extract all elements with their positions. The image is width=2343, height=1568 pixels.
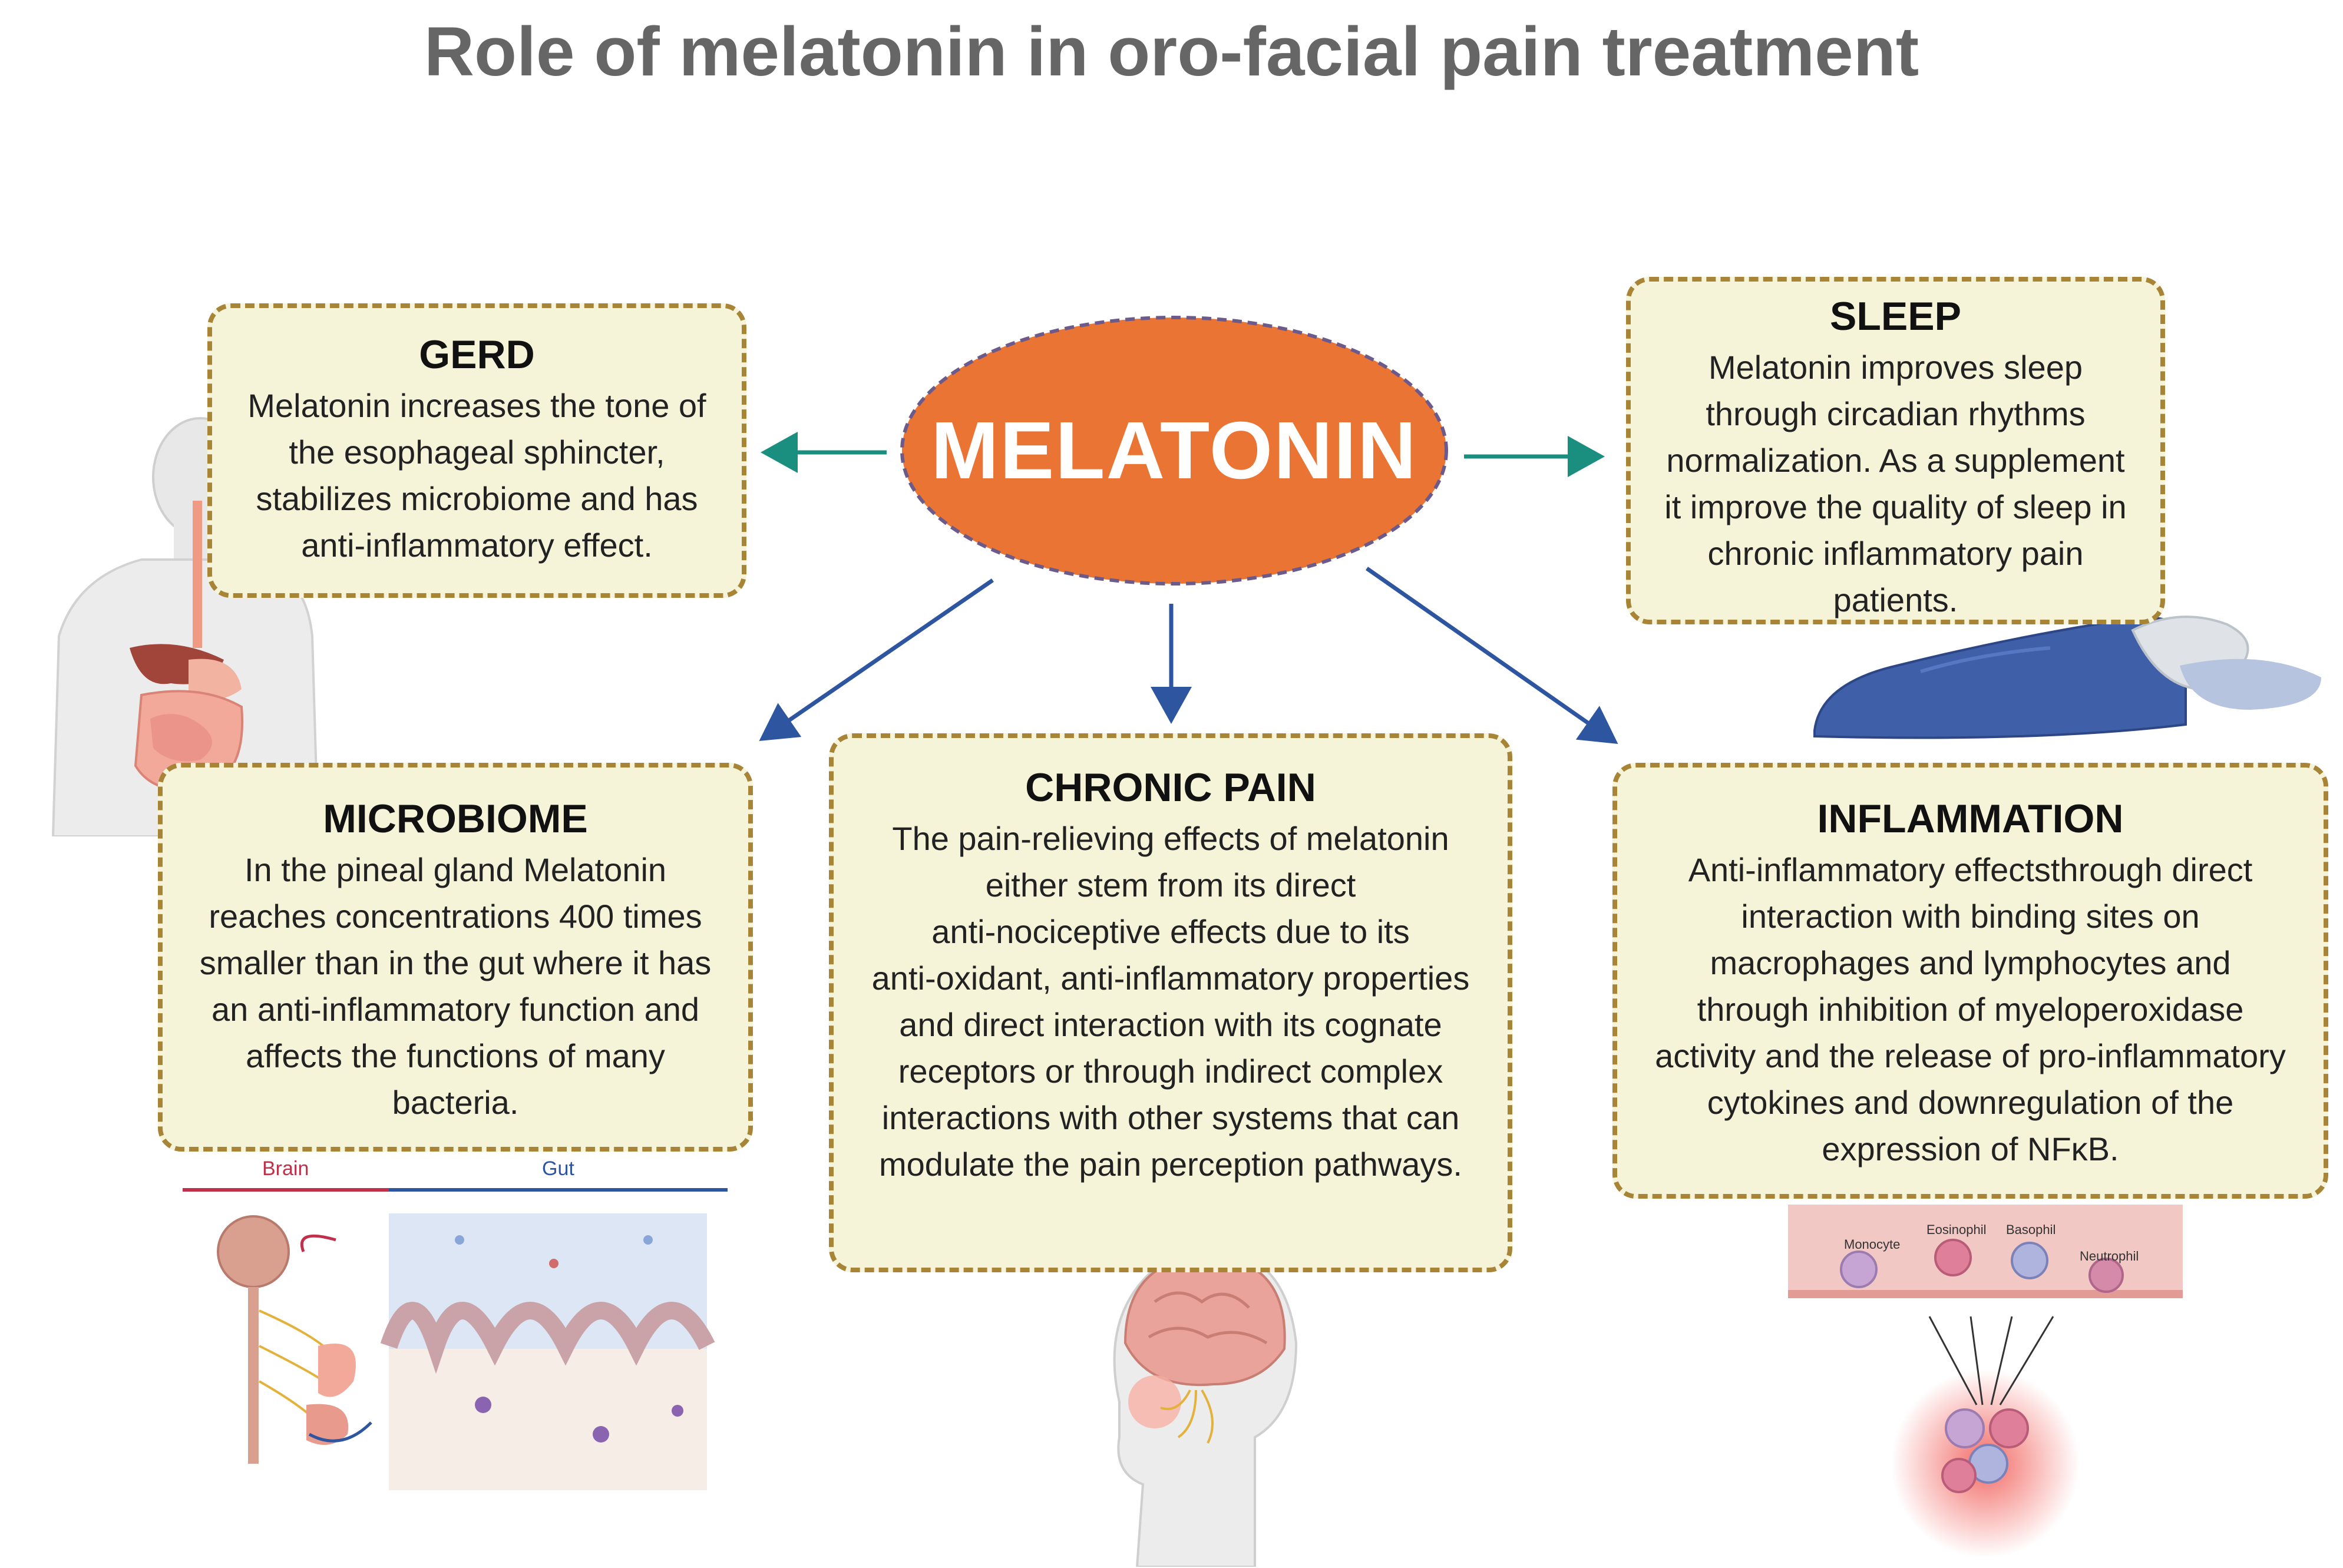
text-line: cytokines and downregulation of the [1707,1084,2234,1122]
text-line: anti-nociceptive effects due to its [931,913,1410,951]
blood-cells-illustration: Monocyte Eosinophil Basophil Neutrophil [1788,1205,2183,1558]
text-line: receptors or through indirect complex [898,1053,1443,1090]
sleep-heading: SLEEP [1830,294,1961,339]
text-line: patients. [1833,581,1958,619]
page-title: Role of melatonin in oro-facial pain tre… [424,13,1919,91]
text-line: normalization. As a supplement [1666,442,2125,479]
brain-label: Brain [262,1157,309,1180]
basophil-label: Basophil [2006,1222,2056,1237]
text-line: interaction with binding sites on [1741,898,2200,935]
text-line: through inhibition of myeloperoxidase [1697,991,2244,1028]
sleeping-person-illustration [1813,616,2321,739]
text-line: chronic inflammatory pain [1707,535,2084,573]
gerd-text: Melatonin increases the tone of the esop… [230,382,724,568]
head-brain-illustration [1113,1246,1298,1567]
inflammation-box: INFLAMMATION Anti-inflammatory effectsth… [1612,763,2328,1199]
inflammation-heading: INFLAMMATION [1817,796,2124,841]
text-line: expression of NFκB. [1822,1130,2119,1168]
gerd-heading: GERD [419,332,535,377]
gerd-box: GERD Melatonin increases the tone of the… [207,303,746,598]
melatonin-node: MELATONIN [897,312,1451,589]
text-line: activity and the release of pro-inflamma… [1655,1037,2286,1075]
text-line: interactions with other systems that can [881,1099,1460,1137]
text-line: anti-oxidant, anti-inflammatory properti… [871,960,1470,997]
arrow-to-inflammation [1365,567,1618,745]
text-line: smaller than in the gut where it has [199,944,712,982]
chronic-pain-text: The pain-relieving effects of melatonin … [851,815,1490,1187]
text-line: and direct interaction with its cognate [899,1006,1442,1044]
monocyte-label: Monocyte [1844,1237,1901,1252]
melatonin-label: MELATONIN [931,405,1417,496]
text-line: reaches concentrations 400 times [209,898,702,935]
text-line: Melatonin increases the tone of [247,387,706,425]
text-line: through circadian rhythms [1706,395,2086,433]
arrow-to-microbiome [759,578,994,741]
text-line: an anti-inflammatory function and [212,991,699,1028]
eosinophil-label: Eosinophil [1926,1222,1987,1237]
inflammation-text: Anti-inflammatory effectsthrough direct … [1635,846,2306,1172]
chronic-pain-heading: CHRONIC PAIN [1025,765,1316,810]
text-line: modulate the pain perception pathways. [879,1146,1462,1183]
neutrophil-label: Neutrophil [2080,1249,2139,1263]
microbiome-heading: MICROBIOME [323,796,588,841]
text-line: Melatonin improves sleep [1708,349,2083,386]
text-line: macrophages and lymphocytes and [1710,944,2231,982]
microbiome-box: MICROBIOME In the pineal gland Melatonin… [158,763,753,1152]
text-line: stabilizes microbiome and has [256,480,698,518]
text-line: it improve the quality of sleep in [1664,488,2127,526]
text-line: bacteria. [392,1084,519,1122]
text-line: Anti-inflammatory effectsthrough direct [1688,851,2253,889]
text-line: The pain-relieving effects of melatonin [892,820,1449,858]
sleep-text: Melatonin improves sleep through circadi… [1648,344,2143,623]
text-line: affects the functions of many [246,1037,665,1075]
oval-shape [900,316,1448,585]
microbiome-text: In the pineal gland Melatonin reaches co… [180,846,731,1126]
text-line: either stem from its direct [985,866,1356,904]
text-line: In the pineal gland Melatonin [244,851,667,889]
text-line: the esophageal sphincter, [289,434,665,471]
gut-label: Gut [542,1157,574,1180]
text-line: anti-inflammatory effect. [301,527,653,564]
chronic-pain-box: CHRONIC PAIN The pain-relieving effects … [829,733,1512,1272]
sleep-box: SLEEP Melatonin improves sleep through c… [1626,277,2165,624]
gut-brain-axis-illustration: Brain Gut [177,1157,731,1499]
